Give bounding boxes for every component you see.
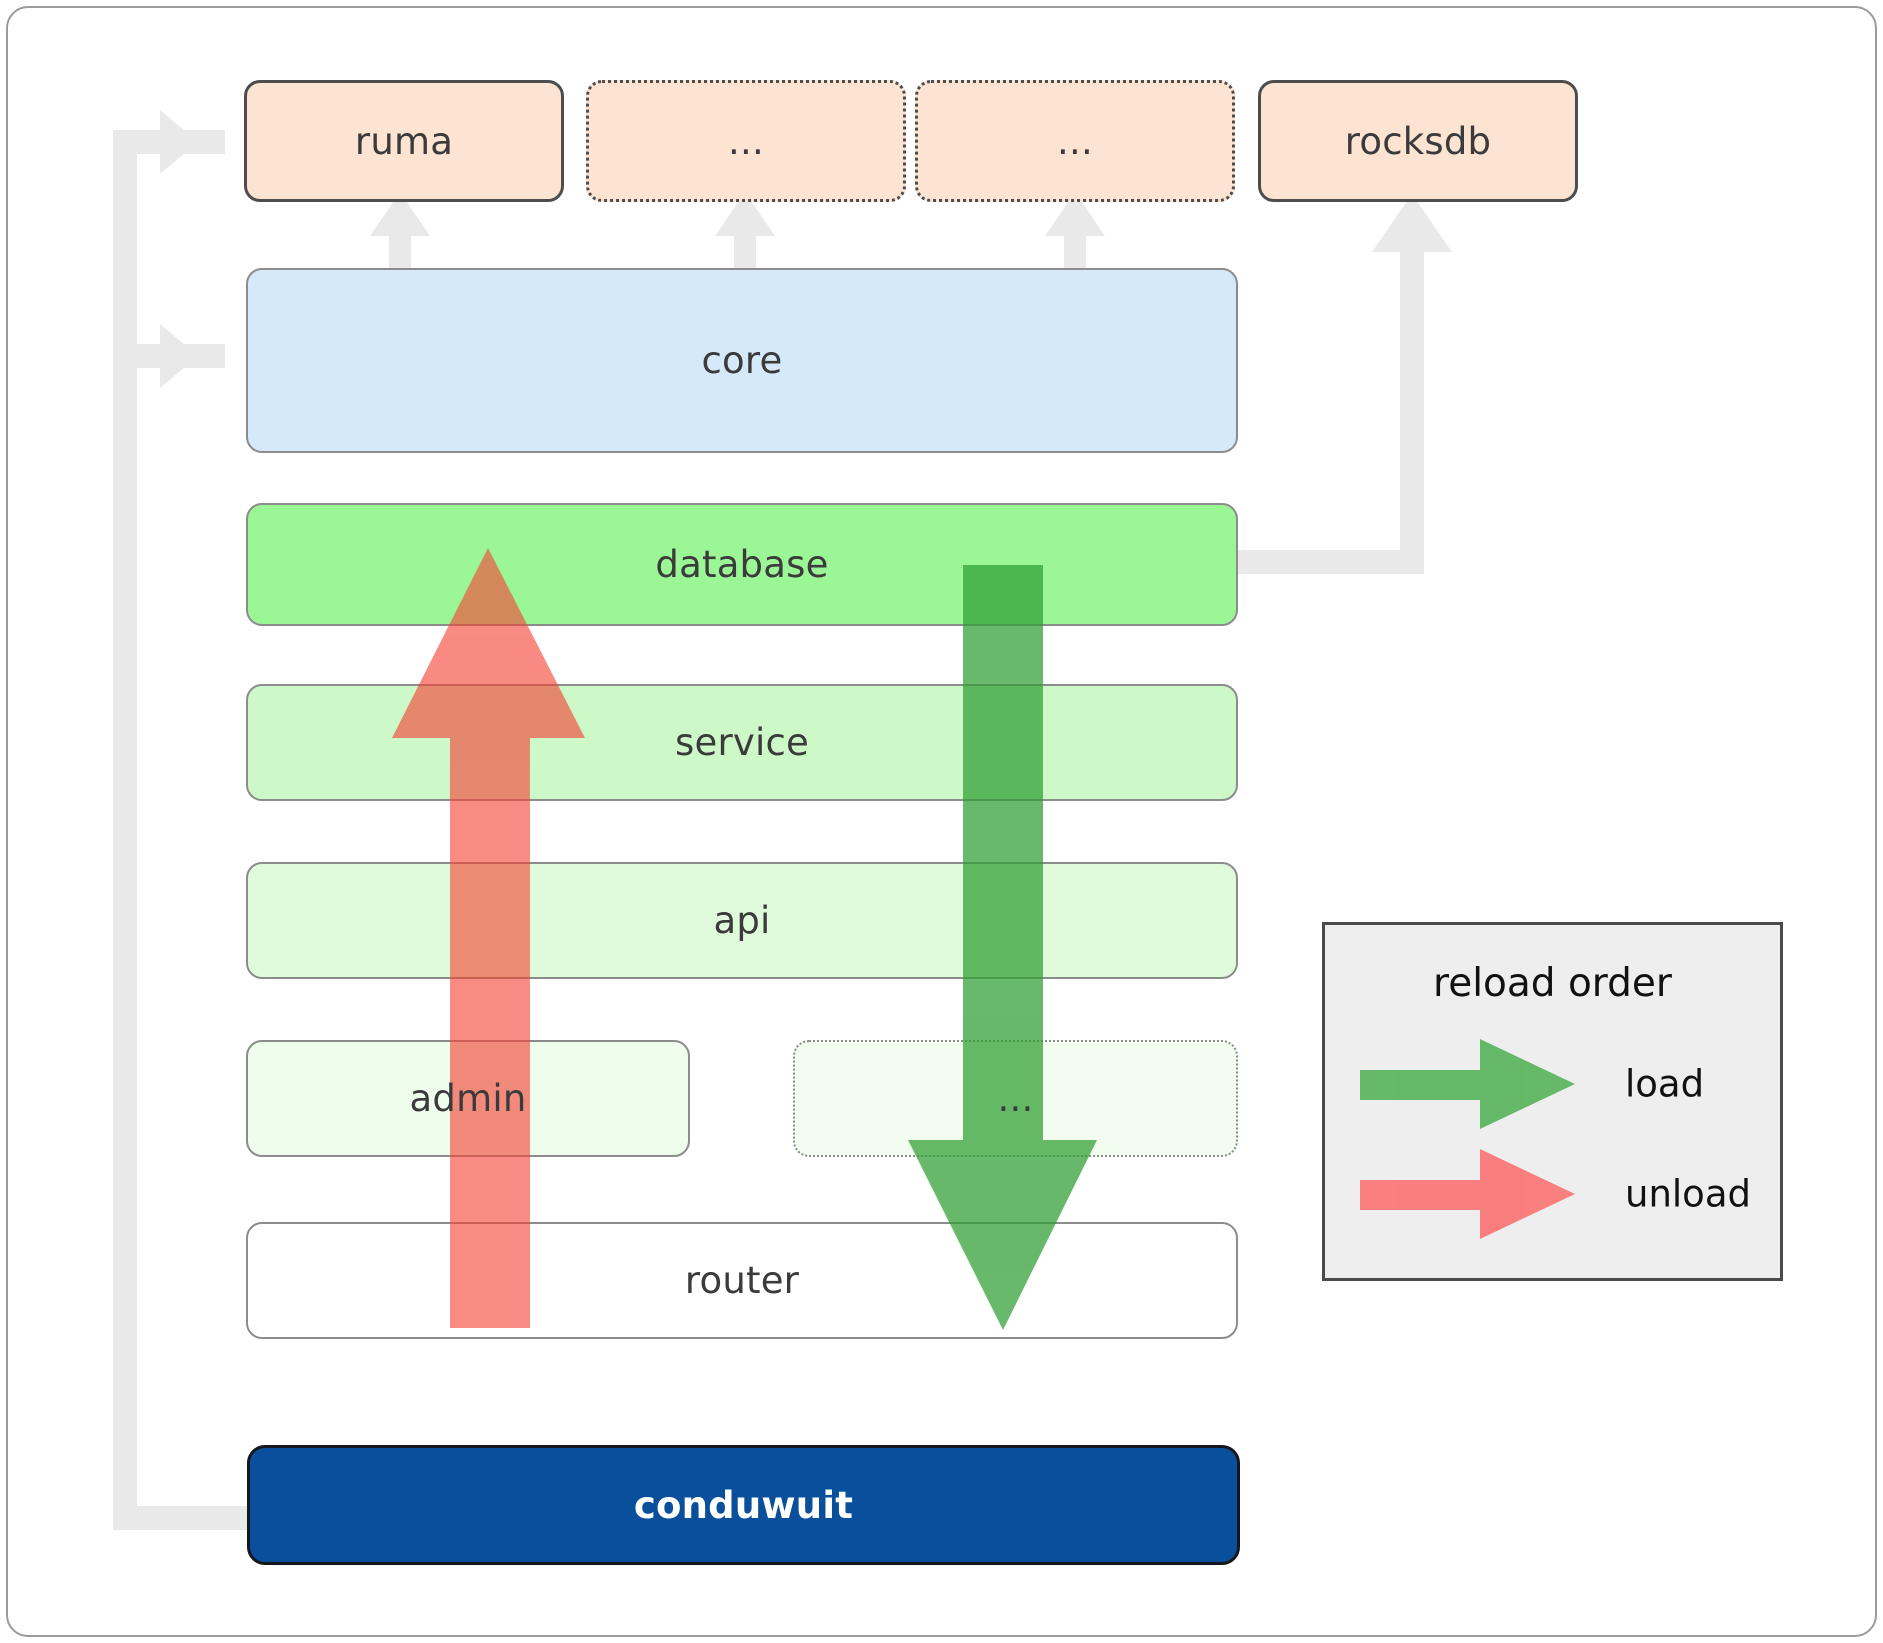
legend-load-arrow-icon — [1360, 1039, 1575, 1129]
connector-arrow-to-ruma — [160, 110, 198, 174]
dependency-label-ellipsis-2: ... — [1057, 119, 1093, 163]
layer-box-core[interactable]: core — [246, 268, 1238, 453]
dependency-box-ellipsis-2[interactable]: ... — [915, 80, 1235, 202]
dependency-label-ellipsis-1: ... — [728, 119, 764, 163]
connector-core-to-dots1-stem — [734, 230, 756, 268]
layer-label-ellipsis: ... — [997, 1077, 1034, 1120]
dependency-label-rocksdb: rocksdb — [1344, 119, 1492, 163]
dependency-box-ellipsis-1[interactable]: ... — [586, 80, 906, 202]
layer-box-ellipsis[interactable]: ... — [793, 1040, 1238, 1157]
connector-left-vertical — [113, 130, 137, 1530]
connector-core-to-dots2-stem — [1064, 230, 1086, 268]
connector-right-vertical — [1400, 250, 1424, 570]
layer-box-database[interactable]: database — [246, 503, 1238, 626]
layer-box-service[interactable]: service — [246, 684, 1238, 801]
layer-box-router[interactable]: router — [246, 1222, 1238, 1339]
layer-label-core: core — [701, 339, 783, 382]
legend-label-load: load — [1625, 1062, 1705, 1106]
legend-row-load: load — [1325, 1039, 1780, 1129]
legend-unload-arrow-icon — [1360, 1149, 1575, 1239]
layer-box-admin[interactable]: admin — [246, 1040, 690, 1157]
legend-label-unload: unload — [1625, 1172, 1751, 1216]
layer-label-database: database — [655, 543, 829, 586]
connector-left-bottom-stub — [113, 1506, 253, 1530]
application-box-conduwuit[interactable]: conduwuit — [247, 1445, 1240, 1565]
legend-panel: reload order load unload — [1322, 922, 1783, 1281]
layer-label-api: api — [713, 899, 771, 942]
dependency-box-rocksdb[interactable]: rocksdb — [1258, 80, 1578, 202]
layer-label-service: service — [675, 721, 809, 764]
layer-label-admin: admin — [409, 1077, 527, 1120]
connector-core-to-ruma-stem — [389, 230, 411, 268]
dependency-label-ruma: ruma — [354, 119, 454, 163]
layer-box-api[interactable]: api — [246, 862, 1238, 979]
dependency-box-ruma[interactable]: ruma — [244, 80, 564, 202]
connector-arrow-to-core — [160, 324, 198, 388]
layer-label-router: router — [684, 1259, 800, 1302]
legend-row-unload: unload — [1325, 1149, 1780, 1239]
connector-arrow-to-rocksdb — [1372, 194, 1452, 252]
application-label-conduwuit: conduwuit — [633, 1483, 854, 1527]
connector-right-horizontal — [1238, 550, 1424, 574]
legend-title: reload order — [1433, 961, 1672, 1006]
diagram-frame — [6, 6, 1877, 1637]
